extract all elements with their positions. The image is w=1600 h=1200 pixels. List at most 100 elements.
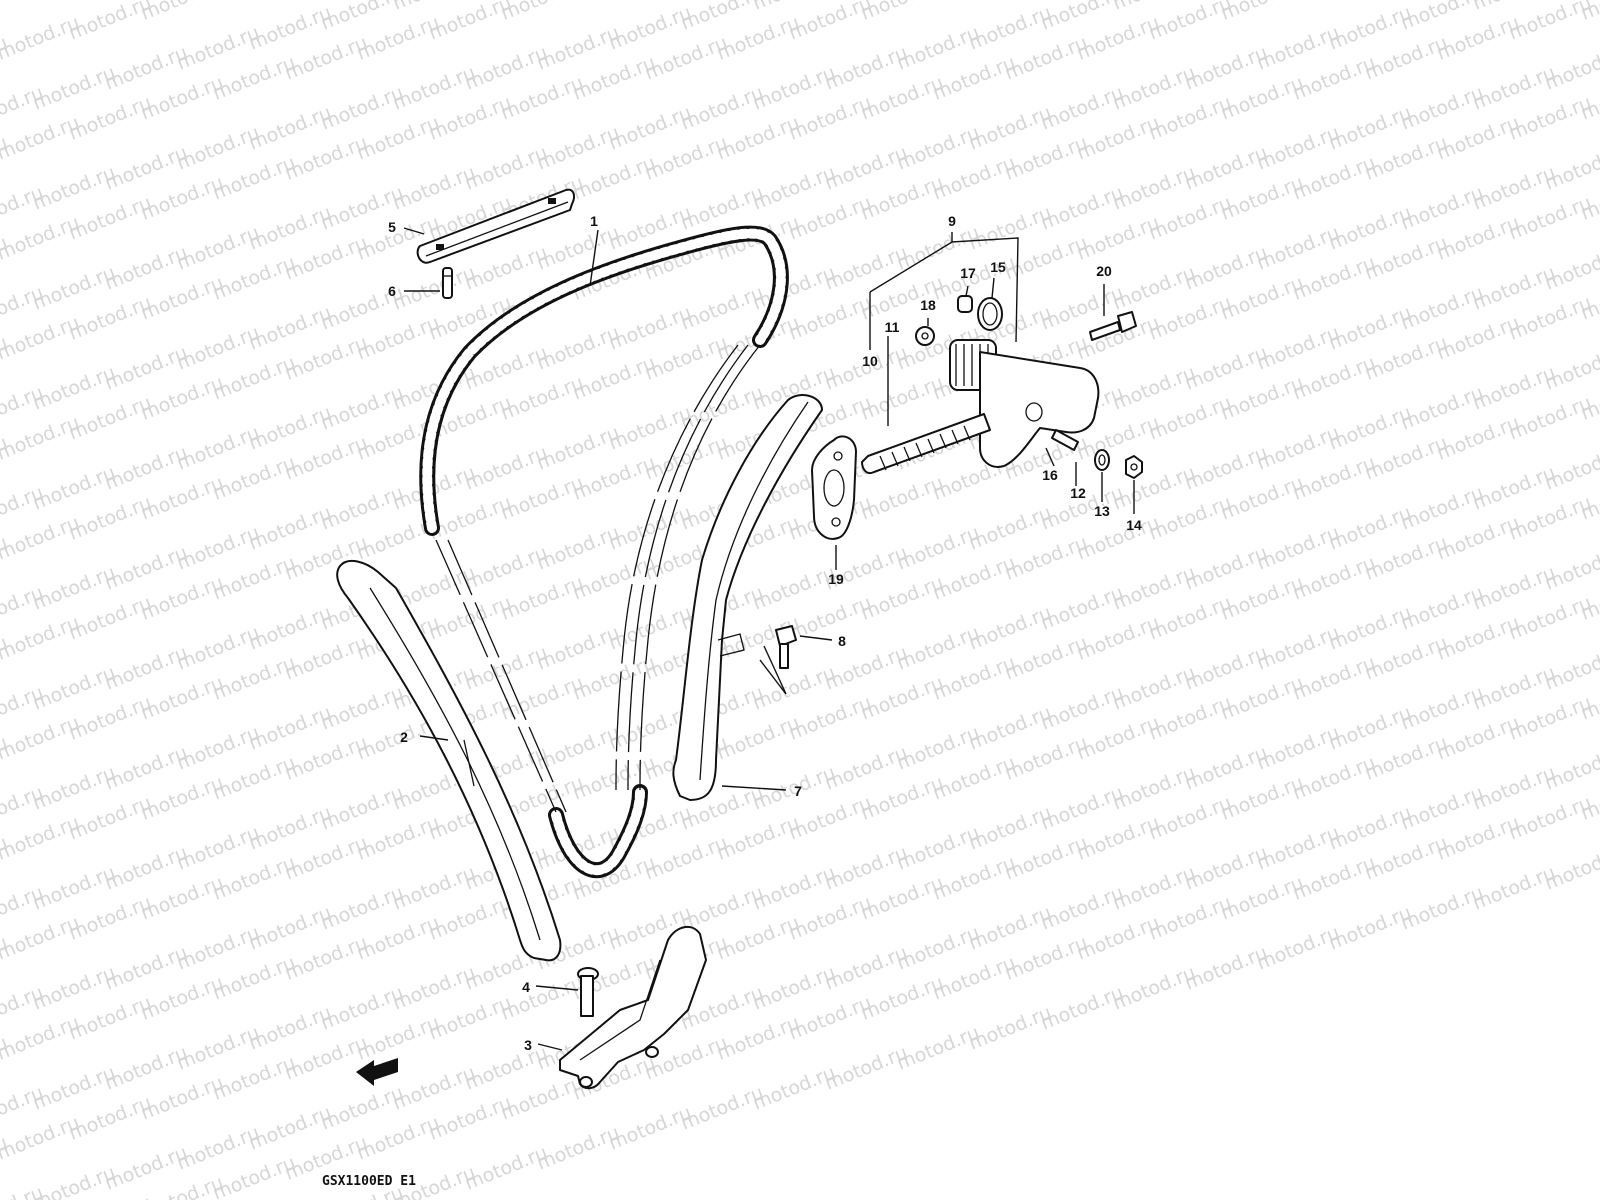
watermark-text: motod.ru	[1182, 142, 1271, 195]
watermark-text: motod.ru	[1398, 182, 1487, 235]
watermark-text: motod.ru	[210, 652, 299, 705]
watermark-text: motod.ru	[462, 642, 551, 695]
watermark-text: motod.ru	[1254, 422, 1343, 475]
watermark-text: motod.ru	[1218, 872, 1307, 925]
watermark-text: motod.ru	[1578, 0, 1600, 25]
watermark-text: motod.ru	[1434, 412, 1523, 465]
watermark-text: motod.ru	[966, 902, 1055, 955]
callout-15: 15	[990, 259, 1006, 275]
bolt-part-8	[775, 625, 797, 669]
watermark-text: motod.ru	[750, 262, 839, 315]
watermark-text: motod.ru	[930, 52, 1019, 105]
callout-20: 20	[1096, 263, 1112, 279]
watermark-text: motod.ru	[1146, 792, 1235, 845]
watermark-text: motod.ru	[1074, 12, 1163, 65]
watermark-text: motod.ru	[246, 802, 335, 855]
watermark-text: motod.ru	[138, 972, 227, 1025]
watermark-text: motod.ru	[102, 242, 191, 295]
watermark-text: motod.ru	[714, 712, 803, 765]
watermark-text: motod.ru	[1182, 942, 1271, 995]
watermark-text: motod.ru	[750, 1062, 839, 1115]
watermark-text: motod.ru	[66, 192, 155, 245]
watermark-text: motod.ru	[894, 822, 983, 875]
watermark-text: motod.ru	[1002, 32, 1091, 85]
watermark-text: motod.ru	[1290, 652, 1379, 705]
watermark-text: motod.ru	[858, 672, 947, 725]
callout-13: 13	[1094, 503, 1110, 519]
watermark-text: motod.ru	[750, 962, 839, 1015]
watermark-text: motod.ru	[570, 352, 659, 405]
watermark-text: motod.ru	[1110, 162, 1199, 215]
watermark-text: motod.ru	[930, 0, 1019, 5]
watermark-text: motod.ru	[570, 552, 659, 605]
watermark-text: motod.ru	[210, 252, 299, 305]
watermark-text: motod.ru	[1182, 242, 1271, 295]
watermark-text: motod.ru	[858, 872, 947, 925]
watermark-text: motod.ru	[1074, 212, 1163, 265]
watermark-text: motod.ru	[102, 942, 191, 995]
callout-11: 11	[885, 319, 900, 335]
callout-17: 17	[960, 265, 976, 281]
watermark-text: motod.ru	[1434, 612, 1523, 665]
gasket-part-19	[811, 435, 857, 540]
callout-3: 3	[524, 1037, 532, 1053]
watermark-text: motod.ru	[66, 992, 155, 1045]
watermark-text: motod.ru	[66, 92, 155, 145]
watermark-text: motod.ru	[750, 662, 839, 715]
watermark-text: motod.ru	[966, 702, 1055, 755]
bolt-part-6	[442, 267, 453, 299]
watermark-text: motod.ru	[138, 172, 227, 225]
watermark-text: motod.ru	[966, 2, 1055, 55]
watermark-text: motod.ru	[1038, 582, 1127, 635]
watermark-text: motod.ru	[1110, 562, 1199, 615]
watermark-text: motod.ru	[138, 772, 227, 825]
watermark-text: motod.ru	[858, 172, 947, 225]
callout-16: 16	[1042, 467, 1058, 483]
watermark-text: motod.ru	[246, 2, 335, 55]
watermark-text: motod.ru	[318, 782, 407, 835]
watermark-text: motod.ru	[174, 522, 263, 575]
watermark-text: motod.ru	[1290, 152, 1379, 205]
watermark-text: motod.ru	[66, 1092, 155, 1145]
watermark-text: motod.ru	[1290, 252, 1379, 305]
watermark-text: motod.ru	[1470, 762, 1559, 815]
watermark-text: motod.ru	[1002, 932, 1091, 985]
watermark-text: motod.ru	[1290, 752, 1379, 805]
watermark-text: motod.ru	[1434, 712, 1523, 765]
watermark-text: motod.ru	[1002, 532, 1091, 585]
callout-12: 12	[1070, 485, 1086, 501]
watermark-text: motod.ru	[138, 472, 227, 525]
watermark-text: motod.ru	[1146, 392, 1235, 445]
plug-part-17	[957, 295, 973, 313]
watermark-text: motod.ru	[822, 842, 911, 895]
watermark-text: motod.ru	[1470, 162, 1559, 215]
watermark-text: motod.ru	[750, 62, 839, 115]
watermark-text: motod.ru	[930, 552, 1019, 605]
watermark-text: motod.ru	[822, 242, 911, 295]
watermark-text: motod.ru	[570, 652, 659, 705]
watermark-text: motod.ru	[858, 972, 947, 1025]
watermark-text: motod.ru	[1326, 402, 1415, 455]
watermark-text: motod.ru	[354, 1012, 443, 1065]
watermark-text: motod.ru	[786, 292, 875, 345]
callout-4: 4	[522, 979, 530, 995]
watermark-text: motod.ru	[318, 682, 407, 735]
watermark-text: motod.ru	[354, 1112, 443, 1165]
watermark-text: motod.ru	[354, 12, 443, 65]
watermark-text: motod.ru	[210, 0, 299, 5]
watermark-text: motod.ru	[1074, 112, 1163, 165]
watermark-text: motod.ru	[1434, 512, 1523, 565]
watermark-text: motod.ru	[282, 832, 371, 885]
watermark-text: motod.ru	[786, 692, 875, 745]
watermark-text: motod.ru	[246, 1002, 335, 1055]
watermark-text: motod.ru	[1326, 2, 1415, 55]
watermark-text: motod.ru	[606, 402, 695, 455]
watermark-text: motod.ru	[138, 872, 227, 925]
callout-18: 18	[920, 297, 936, 313]
watermark-text: motod.ru	[174, 322, 263, 375]
watermark-text: motod.ru	[498, 372, 587, 425]
watermark-text: motod.ru	[246, 902, 335, 955]
watermark-text: motod.ru	[1398, 282, 1487, 335]
chain-guide-front-part-2	[336, 559, 562, 962]
watermark-text: motod.ru	[174, 422, 263, 475]
